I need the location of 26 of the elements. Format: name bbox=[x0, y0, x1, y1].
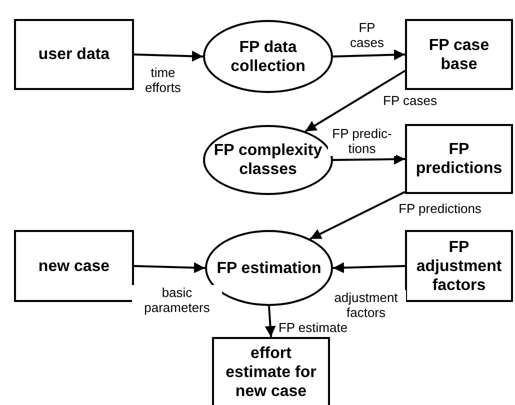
arrow bbox=[310, 191, 406, 240]
node-label: FP case base bbox=[428, 36, 490, 74]
node-label: new case bbox=[38, 256, 110, 276]
arrow bbox=[332, 262, 406, 274]
node-label: effort estimate for new case bbox=[224, 344, 318, 400]
edge-label: basic parameters bbox=[132, 285, 222, 315]
node-label: FP complexity classes bbox=[212, 141, 324, 179]
node-label: user data bbox=[38, 45, 110, 64]
arrow bbox=[134, 50, 204, 62]
edge-label: FP estimate bbox=[277, 320, 349, 335]
node-label: FP estimation bbox=[216, 258, 322, 278]
data-box bbox=[14, 230, 134, 302]
data-box bbox=[405, 124, 513, 194]
arrow bbox=[264, 306, 276, 338]
node-label: FP adjustment factors bbox=[415, 238, 503, 294]
node-label: FP predictions bbox=[414, 140, 504, 178]
data-box bbox=[14, 19, 134, 90]
arrow bbox=[134, 262, 206, 274]
edge-label: FP predic- tions bbox=[328, 126, 396, 156]
arrow bbox=[332, 49, 406, 60]
node-label: FP data collection bbox=[230, 38, 306, 76]
data-box bbox=[212, 337, 330, 405]
arrow bbox=[332, 154, 406, 165]
data-box bbox=[405, 19, 513, 90]
arrow bbox=[304, 70, 406, 132]
data-box bbox=[405, 230, 513, 302]
